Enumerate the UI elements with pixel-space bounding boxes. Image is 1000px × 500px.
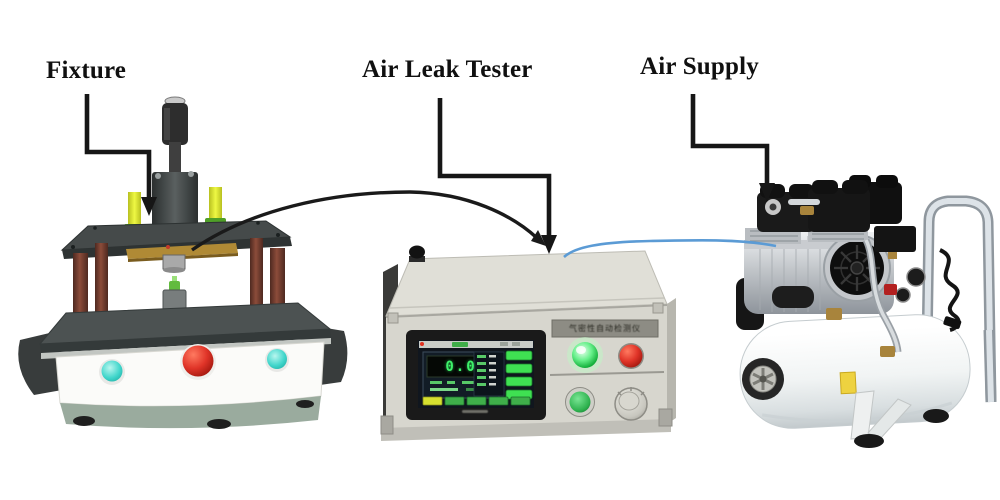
air-tube-fixture-to-tester bbox=[191, 190, 546, 252]
pressure-gauge-small bbox=[895, 287, 911, 303]
valve-handle bbox=[884, 284, 897, 295]
compressor-front-leg bbox=[850, 390, 912, 448]
fixture-start-button-left bbox=[101, 360, 123, 382]
screen-pressure-value: 0.0 bbox=[445, 359, 477, 375]
screen-size-marking bbox=[462, 410, 488, 413]
compressor-cylinder-heads bbox=[745, 180, 870, 244]
tube-arrowhead bbox=[531, 230, 546, 246]
tester-callout-arrow bbox=[437, 98, 552, 238]
fixture-test-head bbox=[162, 254, 186, 270]
air-compressor-device bbox=[736, 175, 997, 448]
guide-pin-left bbox=[128, 192, 141, 226]
screen-bottom-buttons bbox=[422, 396, 531, 406]
tester-base bbox=[381, 419, 671, 441]
tester-start-pushbutton bbox=[569, 391, 591, 413]
compressor-rear-foot bbox=[923, 409, 949, 423]
tester-nameplate-text: 气密性自动检测仪 bbox=[569, 324, 641, 333]
screen-header-bar bbox=[419, 341, 533, 348]
air-supply-label: Air Supply bbox=[640, 53, 759, 80]
fixture-start-button-right bbox=[267, 349, 287, 369]
test-part bbox=[169, 281, 180, 291]
panel-divider bbox=[549, 371, 665, 376]
pressure-regulator bbox=[874, 226, 926, 303]
warning-sticker bbox=[839, 371, 857, 395]
fixture-base bbox=[18, 302, 348, 429]
callout-arrows bbox=[84, 94, 770, 238]
screen-parameter-table bbox=[473, 351, 505, 397]
tester-touchscreen bbox=[406, 330, 546, 420]
tester-adjust-knob bbox=[614, 387, 648, 421]
fixture-top-plate bbox=[60, 220, 292, 273]
fixture-emergency-stop-button bbox=[182, 345, 214, 377]
compressor-handle bbox=[921, 195, 997, 403]
air-leak-tester-label: Air Leak Tester bbox=[362, 56, 533, 83]
tester-nameplate-strip bbox=[551, 319, 659, 338]
screen-logo-dot bbox=[420, 342, 424, 346]
power-cord bbox=[939, 248, 962, 332]
air-tube-tester-to-compressor bbox=[563, 238, 777, 259]
fixture-seal-plate bbox=[126, 243, 238, 259]
tester-red-indicator bbox=[619, 344, 643, 368]
fixture-label: Fixture bbox=[46, 57, 127, 84]
fixture-device bbox=[18, 96, 348, 429]
fixture-base-band bbox=[60, 396, 321, 429]
supply-callout-arrow bbox=[690, 94, 770, 186]
fixture-callout-arrow bbox=[84, 94, 152, 200]
compressor-muffler bbox=[772, 286, 814, 308]
brass-fitting bbox=[800, 206, 814, 215]
compressor-wheel bbox=[742, 358, 784, 400]
cylinder-rod bbox=[169, 142, 181, 176]
tester-green-indicator bbox=[572, 342, 598, 368]
guide-pin-right bbox=[209, 187, 222, 221]
air-leak-tester-device bbox=[380, 245, 676, 441]
callout-arrowheads bbox=[141, 183, 775, 254]
tester-right-side bbox=[667, 298, 676, 424]
pressure-gauge bbox=[906, 267, 926, 287]
tester-top-knob bbox=[409, 245, 425, 259]
tester-top-knob-base bbox=[409, 256, 425, 262]
